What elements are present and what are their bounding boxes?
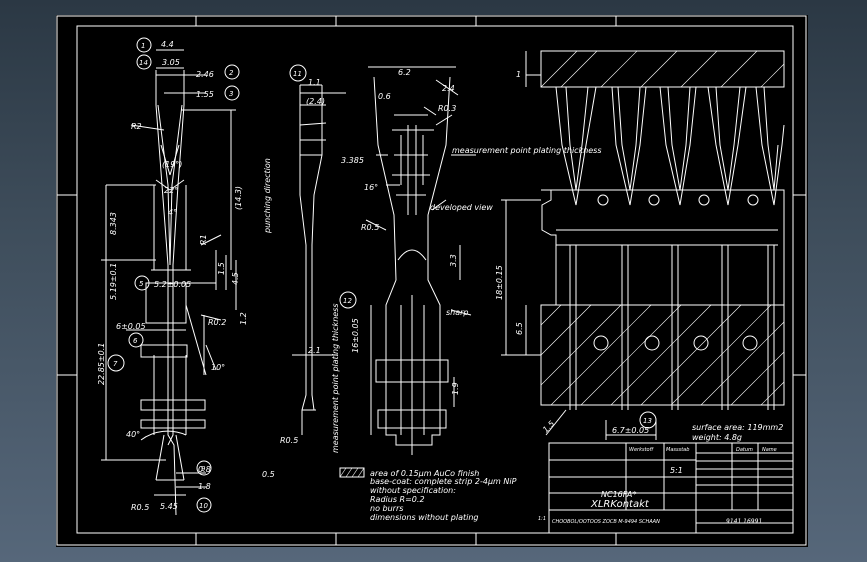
- note-line-3: without specification:: [370, 486, 456, 495]
- dim-1-2: 1.2: [239, 312, 248, 325]
- dim-1-1: 1.1: [308, 78, 321, 87]
- note-line-2: base-coat: complete strip 2-4μm NiP: [370, 477, 517, 486]
- dim-2-1: 2.1: [308, 346, 321, 355]
- dim-10deg: 10°: [211, 363, 225, 372]
- inner-border: [76, 25, 794, 534]
- dim-r0-5-b: R0.5: [280, 436, 298, 445]
- dim-1-9: 1.9: [451, 382, 460, 395]
- dim-1-5-b: 1.5: [541, 419, 556, 434]
- hatching: [339, 50, 785, 478]
- balloon-7: 7: [113, 360, 118, 368]
- dim-22-85: 22.85±0.1: [97, 343, 106, 385]
- dim-4-4: 4.4: [161, 40, 174, 49]
- drawing-sheet: 4.4 3.05 2.46 1.55 R2 (19°) 22° 4° R1 8.…: [56, 15, 808, 547]
- dim-1-8: 1.8: [198, 482, 211, 491]
- dim-6: 6±0.05: [116, 322, 146, 331]
- dim-16: 16±0.05: [351, 318, 360, 353]
- dim-0-5: 0.5: [262, 470, 275, 479]
- outer-border: [56, 15, 807, 546]
- note-line-4: Radius R=0.2: [370, 495, 425, 504]
- balloon-5: 5: [139, 280, 144, 288]
- dim-r1: R1: [199, 234, 208, 245]
- contact-strip-view: [501, 50, 785, 440]
- dim-1: 1: [516, 70, 521, 79]
- dim-r0-3: R0.3: [438, 104, 456, 113]
- border-ticks: [57, 16, 806, 545]
- balloon-circles: [107, 37, 657, 513]
- balloon-1: 1: [141, 42, 145, 50]
- dim-5-19: 5.19±0.1: [109, 263, 118, 300]
- balloon-14: 14: [139, 59, 148, 67]
- developed-view: [365, 66, 476, 455]
- dim-2-46: 2.46: [196, 70, 214, 79]
- dim-5-2: 5.2±0.05: [154, 280, 191, 289]
- title-block-title: XLRKontakt: [590, 499, 650, 510]
- dim-18: 18±0.15: [495, 265, 504, 300]
- dim-r0-2: R0.2: [208, 318, 226, 327]
- dim-3-3: 3.3: [449, 254, 458, 267]
- sharp-label: sharp: [446, 308, 469, 317]
- balloon-10: 10: [199, 502, 208, 510]
- note-line-1: area of 0.15μm AuCo finish: [370, 469, 479, 478]
- balloon-3: 3: [229, 90, 233, 98]
- note-line-6: dimensions without plating: [370, 513, 478, 522]
- title-block-drawing-number: 9141 16991: [726, 518, 762, 525]
- dim-6-2: 6.2: [398, 68, 411, 77]
- dim-3-05: 3.05: [162, 58, 180, 67]
- dim-r0-5-c: R0.5: [361, 223, 379, 232]
- dim-40deg: 40°: [126, 430, 140, 439]
- technical-drawing: 4.4 3.05 2.46 1.55 R2 (19°) 22° 4° R1 8.…: [56, 15, 807, 546]
- dim-5-45: 5.45: [160, 502, 178, 511]
- balloon-11: 11: [293, 70, 302, 78]
- dim-4deg: 4°: [168, 208, 177, 217]
- dim-16deg: 16°: [364, 183, 378, 192]
- balloon-9: 9: [201, 465, 206, 473]
- plating-area-legend: [339, 467, 365, 478]
- weight: weight: 4.8g: [692, 433, 742, 442]
- contact-side-view: [292, 84, 346, 435]
- dim-6-5: 6.5: [515, 322, 524, 335]
- dim-0-8: 0.8: [198, 465, 211, 474]
- dim-4-5: 4.5: [231, 272, 240, 285]
- dim-22deg: 22°: [164, 186, 178, 195]
- note-line-5: no burrs: [370, 504, 403, 513]
- title-block-lines: [548, 442, 794, 534]
- dim-8-343: 8.343: [109, 212, 118, 235]
- contact-front-view: [140, 70, 207, 516]
- dim-3-385: 3.385: [341, 156, 364, 165]
- dim-1-5: 1.5: [217, 262, 226, 275]
- title-block-scale-value: 5:1: [670, 466, 683, 475]
- title-block-company: CHOOBOL/OOTOOS ZOCB M-9494 SCHAAN: [552, 519, 660, 525]
- title-block-scale-header: Massstab: [666, 447, 689, 453]
- balloon-6: 6: [133, 337, 138, 345]
- dim-2-4-a: (2.4): [306, 97, 325, 106]
- measurement-point-note-1: measurement point plating thickness: [331, 303, 340, 453]
- balloon-13: 13: [643, 417, 652, 425]
- title-block-material-header: Werkstoff: [629, 447, 655, 453]
- measurement-point-note-2: measurement point plating thickness: [452, 146, 602, 155]
- title-block-part-number: NC16FA*: [601, 490, 636, 499]
- dim-r2: R2: [131, 122, 142, 131]
- balloon-2: 2: [229, 69, 234, 77]
- title-block-name-header: Name: [762, 447, 777, 453]
- dim-2-4-b: 2.4: [442, 84, 455, 93]
- dim-r0-5-a: R0.5: [131, 503, 149, 512]
- developed-view-label: developed view: [430, 203, 493, 212]
- title-block-date-header: Datum: [736, 447, 753, 453]
- front-view-dimension-lines: [101, 49, 237, 496]
- surface-area: surface area: 119mm2: [692, 423, 783, 432]
- dim-19deg: (19°): [162, 160, 182, 169]
- punching-direction-label: punching direction: [263, 158, 272, 234]
- dim-14-3: (14.3): [234, 186, 243, 210]
- title-block-sheet: 1:1: [538, 516, 546, 522]
- balloon-12: 12: [343, 297, 352, 305]
- dim-1-55: 1.55: [196, 90, 214, 99]
- dim-0-6: 0.6: [378, 92, 391, 101]
- dim-6-7: 6.7±0.05: [612, 426, 649, 435]
